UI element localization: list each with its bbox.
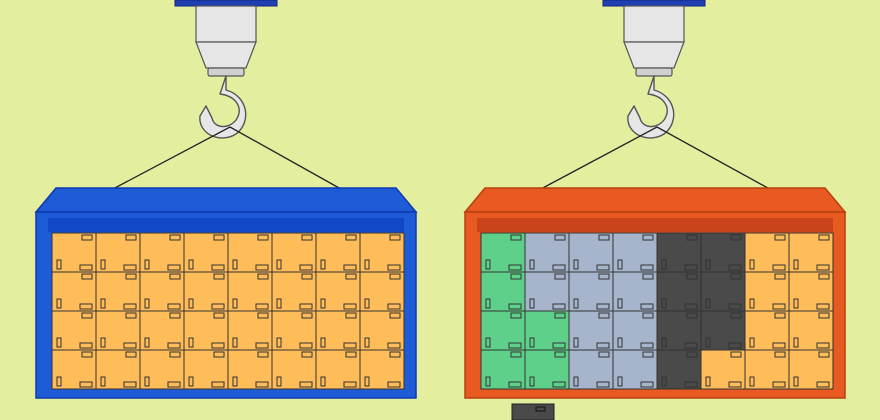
orange-container <box>463 187 847 399</box>
cargo-box <box>568 310 614 351</box>
cargo-box <box>51 232 97 273</box>
cargo-box <box>788 271 834 312</box>
cargo-box <box>700 232 746 273</box>
cargo-box <box>95 232 141 273</box>
cargo-box <box>271 310 317 351</box>
cargo-box <box>612 310 658 351</box>
cargo-box <box>95 310 141 351</box>
cargo-box <box>568 232 614 273</box>
cargo-box <box>612 271 658 312</box>
cargo-box <box>183 349 229 390</box>
cargo-box <box>183 232 229 273</box>
cargo-box <box>139 232 185 273</box>
cargo-box <box>271 232 317 273</box>
cargo-box <box>788 232 834 273</box>
cargo-box <box>700 271 746 312</box>
loose-cargo-box <box>511 403 555 420</box>
cargo-box <box>139 310 185 351</box>
cargo-box <box>359 349 405 390</box>
right-sling-line <box>523 126 658 199</box>
cargo-box <box>271 271 317 312</box>
right-crane-hook-icon <box>602 0 706 139</box>
cargo-box <box>480 310 526 351</box>
cargo-box <box>744 271 790 312</box>
cargo-box <box>788 349 834 390</box>
cargo-box <box>51 271 97 312</box>
left-sling-line <box>95 126 231 199</box>
cargo-box <box>656 271 702 312</box>
cargo-box <box>788 310 834 351</box>
cargo-box <box>568 271 614 312</box>
cargo-box <box>700 349 746 390</box>
cargo-box <box>656 232 702 273</box>
cargo-box <box>744 349 790 390</box>
cargo-box <box>480 232 526 273</box>
cargo-box <box>227 271 273 312</box>
cargo-box <box>51 349 97 390</box>
cargo-box <box>359 271 405 312</box>
cargo-box <box>227 349 273 390</box>
cargo-box <box>315 349 361 390</box>
cargo-box <box>524 310 570 351</box>
cargo-box <box>271 349 317 390</box>
left-crane-hook-icon <box>174 0 278 139</box>
cargo-box <box>568 349 614 390</box>
cargo-box <box>656 310 702 351</box>
cargo-box <box>315 232 361 273</box>
cargo-box <box>139 349 185 390</box>
orange-container-cargo-grid <box>480 232 834 390</box>
cargo-box <box>51 310 97 351</box>
cargo-box <box>744 310 790 351</box>
cargo-box <box>612 232 658 273</box>
cargo-box <box>524 232 570 273</box>
cargo-box <box>315 310 361 351</box>
cargo-box <box>139 271 185 312</box>
cargo-box <box>95 271 141 312</box>
cargo-box <box>359 310 405 351</box>
cargo-box <box>95 349 141 390</box>
blue-container <box>34 187 418 399</box>
cargo-box <box>183 310 229 351</box>
cargo-box <box>480 349 526 390</box>
cargo-box <box>744 232 790 273</box>
cargo-box <box>480 271 526 312</box>
cargo-box <box>700 310 746 351</box>
cargo-box <box>359 232 405 273</box>
cargo-box <box>227 232 273 273</box>
cargo-box <box>227 310 273 351</box>
right-sling-line <box>656 126 787 199</box>
cargo-box <box>524 349 570 390</box>
cargo-box <box>524 271 570 312</box>
cargo-box <box>183 271 229 312</box>
cargo-box <box>656 349 702 390</box>
left-sling-line <box>229 126 358 199</box>
cargo-box <box>315 271 361 312</box>
cargo-box <box>612 349 658 390</box>
blue-container-cargo-grid <box>51 232 405 390</box>
